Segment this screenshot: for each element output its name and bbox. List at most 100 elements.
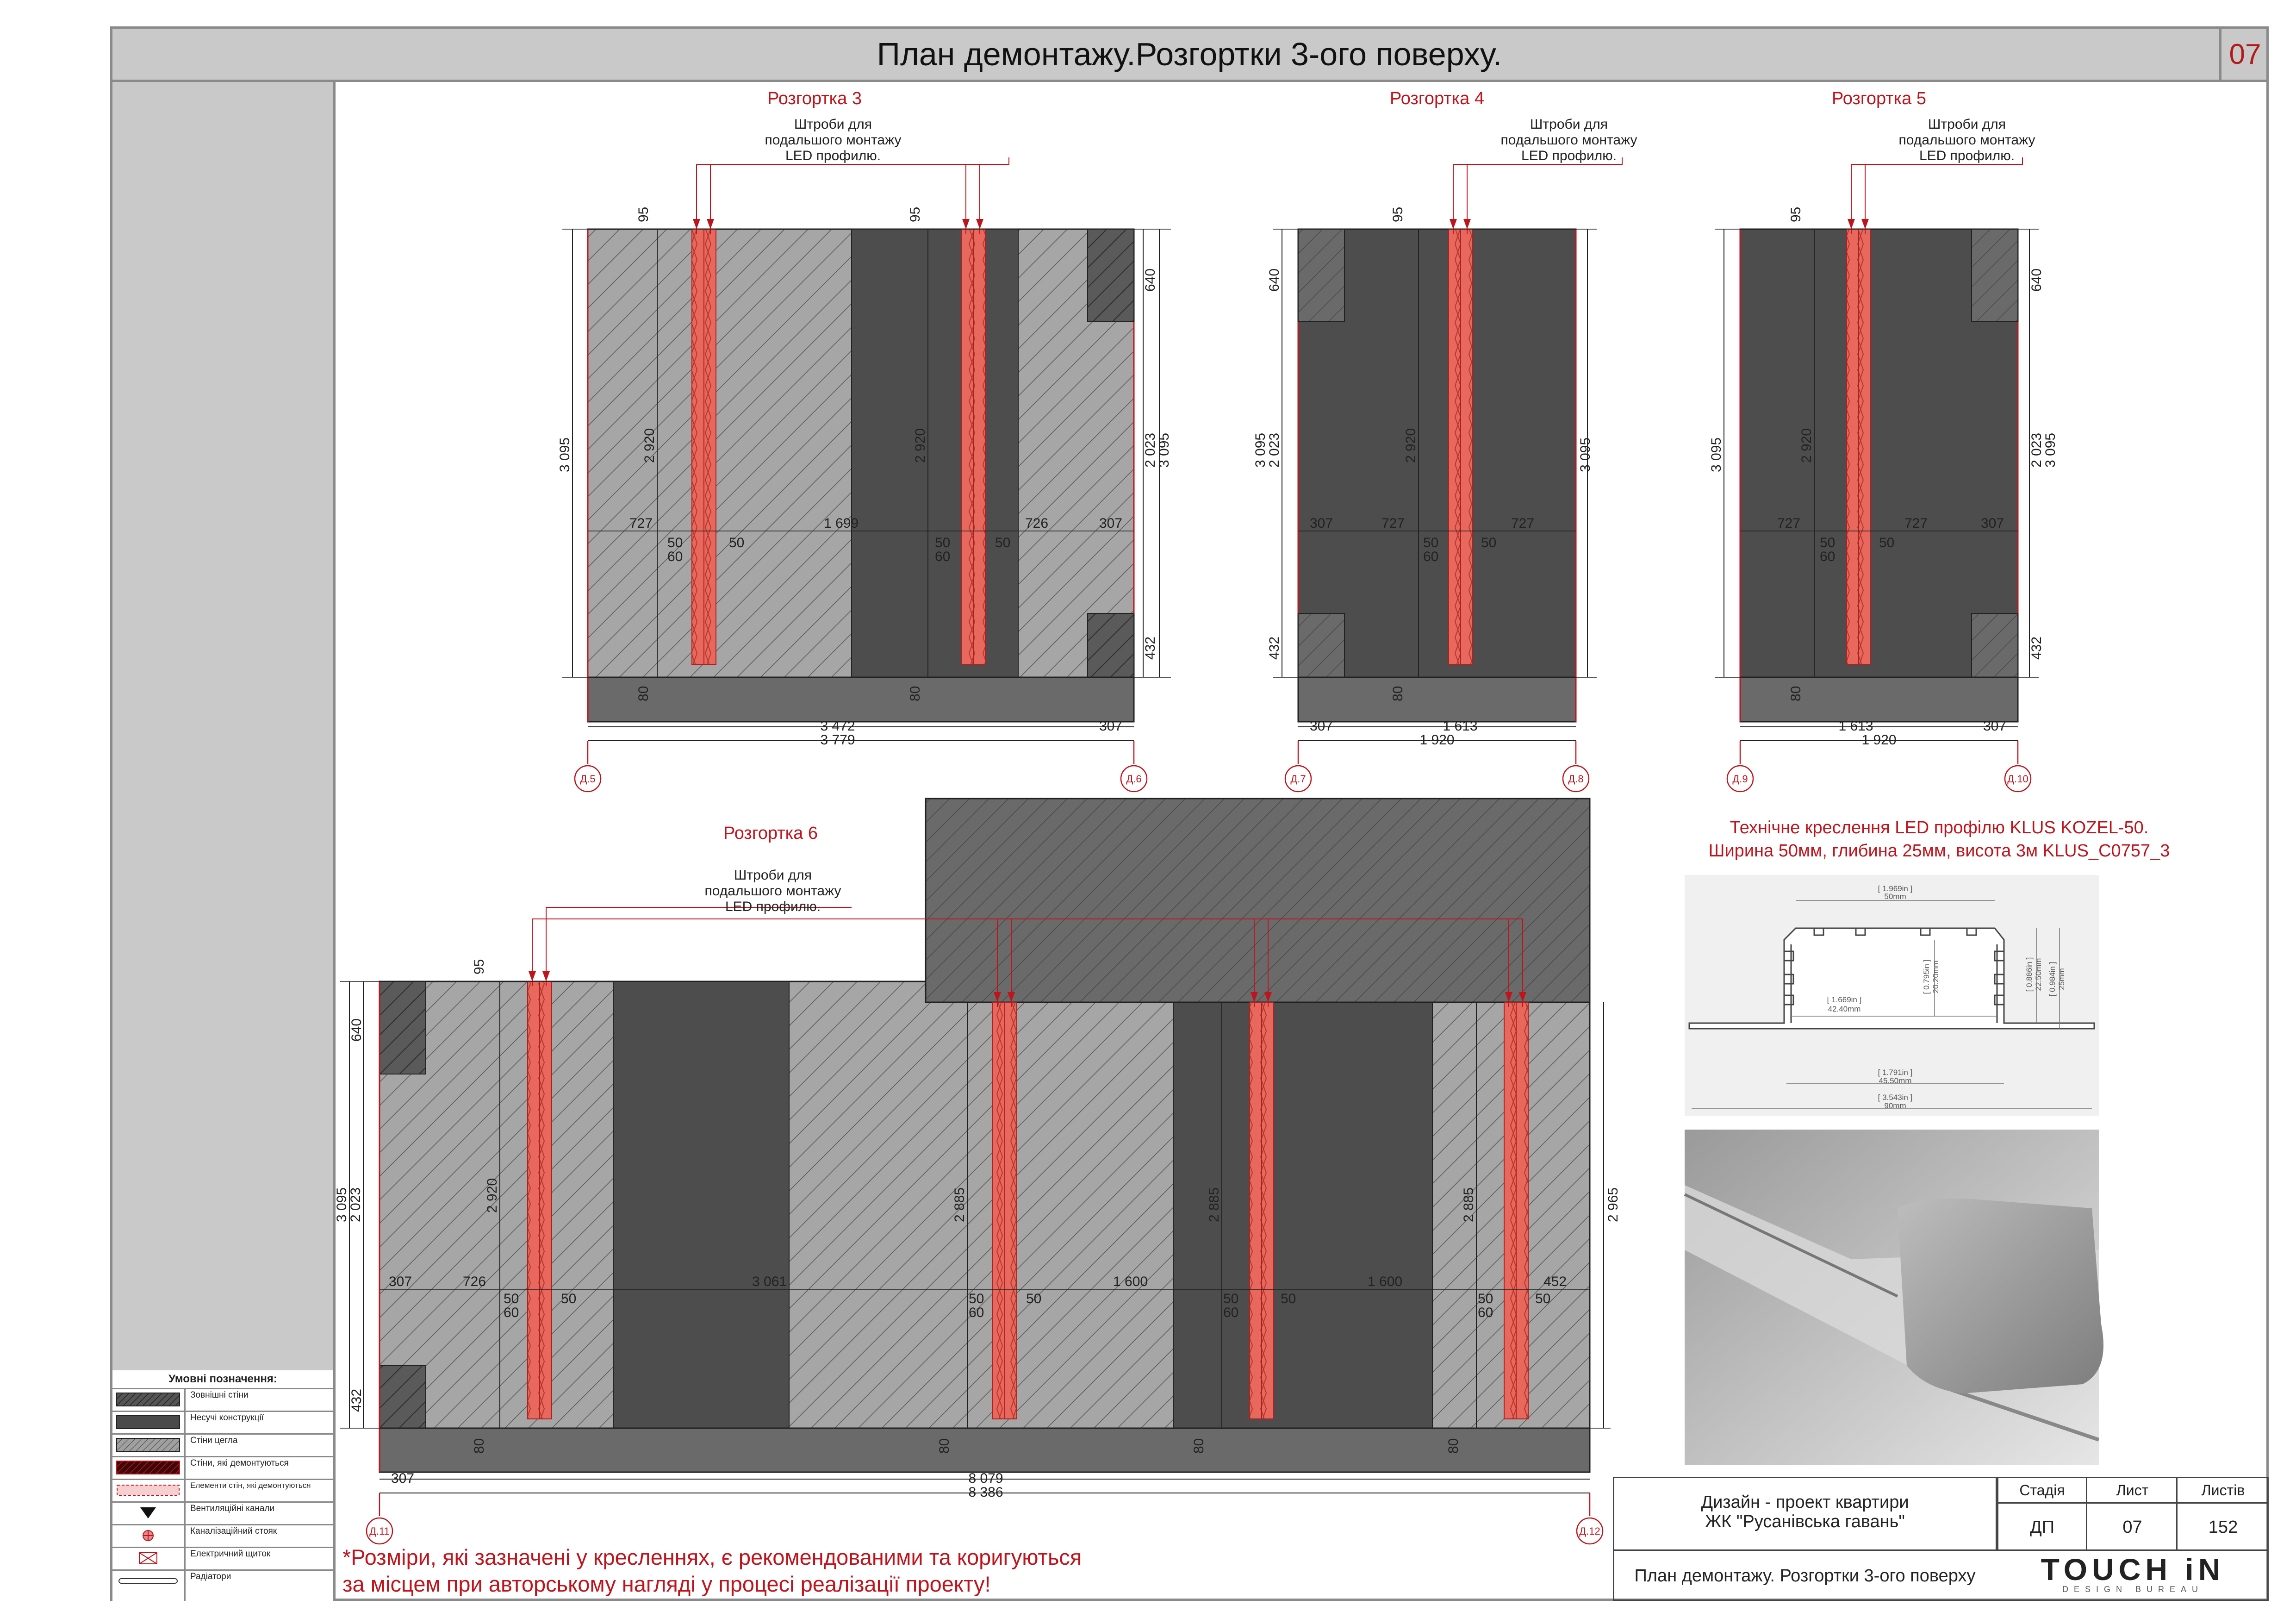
triangle-icon	[140, 1507, 156, 1518]
r4-title: Розгортка 4	[1390, 89, 1484, 108]
r5-title: Розгортка 5	[1832, 89, 1926, 108]
legend-item: Вентиляційні канали	[112, 1501, 333, 1525]
dim-label: 3 472	[820, 718, 855, 734]
r6-floor-slab	[379, 1427, 1591, 1473]
dim-label: 2 023	[1143, 433, 1158, 468]
r5-callout-1: Штроби для	[1928, 117, 2006, 132]
dim-label: 95	[1390, 207, 1406, 222]
dim-label: 90mm	[1884, 1101, 1906, 1110]
dim-label: 50	[1478, 1291, 1493, 1306]
dim-label: 95	[636, 207, 651, 222]
legend-label: Несучі конструкції	[190, 1413, 264, 1423]
r6-window-top	[379, 981, 426, 1074]
dim-label: 8 386	[968, 1485, 1003, 1500]
sheets-value: 152	[2208, 1517, 2238, 1537]
dim-label: 60	[1478, 1305, 1493, 1320]
dim-label: 95	[908, 207, 923, 222]
axis-marker	[1726, 765, 1754, 793]
title-block-meta	[1997, 1477, 2269, 1551]
hatch-dark-swatch	[116, 1393, 180, 1406]
axis-label: Д.11	[369, 1525, 390, 1537]
r3-floor-slab	[587, 676, 1135, 723]
dim-label: 1 699	[824, 516, 859, 531]
dim-label: 50	[729, 535, 744, 550]
dim-label: 640	[2029, 269, 2044, 292]
col-sheets: Листів	[2201, 1481, 2245, 1499]
r5-window-bottom	[1971, 613, 2018, 678]
brand-logo: TOUCH iN	[2041, 1552, 2225, 1587]
stage-value: ДП	[2029, 1517, 2055, 1537]
dim-label: 2 885	[1207, 1187, 1222, 1222]
legend-label: Стіни, які демонтуються	[190, 1458, 289, 1468]
dim-label: 50	[1820, 535, 1835, 550]
led-profile-render	[1684, 1130, 2103, 1465]
dim-label: [ 0.984in ]	[2048, 962, 2057, 997]
dim-label: 60	[1423, 549, 1438, 564]
dim-label: 50	[1223, 1291, 1238, 1306]
sheet-title: План демонтажу. Розгортки 3-ого поверху	[1634, 1566, 1976, 1586]
rounded-bar-icon	[118, 1578, 178, 1584]
dim-label: 640	[1267, 269, 1282, 292]
axis-marker	[1120, 765, 1148, 793]
col-stage: Стадія	[2019, 1481, 2065, 1499]
dim-label: 2 920	[1799, 428, 1814, 463]
r6-title: Розгортка 6	[723, 824, 818, 843]
dim-label: 50mm	[1884, 892, 1906, 901]
legend-item: Каналізаційний стояк	[112, 1524, 333, 1548]
dim-label: 95	[472, 959, 487, 974]
dim-label: 80	[908, 686, 923, 701]
dim-label: 727	[1777, 516, 1800, 531]
dim-label: 2 920	[1403, 428, 1419, 463]
meta-col-2	[2087, 1477, 2178, 1551]
dim-label: 60	[935, 549, 950, 564]
legend-label: Радіатори	[190, 1572, 231, 1581]
dim-label: 80	[1390, 686, 1406, 701]
hatch-light-swatch	[116, 1438, 180, 1452]
dim-label: 22.50mm	[2034, 958, 2043, 991]
dim-label: 1 613	[1443, 718, 1477, 734]
legend-item: Радіатори	[112, 1569, 333, 1592]
dim-label: 726	[1025, 516, 1048, 531]
dim-label: 727	[1511, 516, 1534, 531]
dim-label: 80	[1788, 686, 1804, 701]
hatch-red-swatch	[116, 1461, 180, 1474]
r3-title: Розгортка 3	[767, 89, 862, 108]
legend-item: Зовнішні стіни	[112, 1388, 333, 1412]
dim-label: 60	[1820, 549, 1835, 564]
axis-label: Д.9	[1732, 773, 1748, 785]
dim-label: [ 3.543in ]	[1878, 1093, 1913, 1102]
legend-label: Стіни цегла	[190, 1436, 238, 1445]
r5-callout-3: LED профилю.	[1919, 148, 2015, 163]
dim-label: 2 965	[1605, 1187, 1621, 1222]
dim-label: 2 885	[952, 1187, 967, 1222]
circle-cross-icon	[143, 1530, 154, 1541]
dim-label: [ 0.795in ]	[1922, 960, 1931, 994]
axis-label: Д.7	[1290, 773, 1306, 785]
dim-label: 80	[472, 1438, 487, 1454]
dim-label: 727	[1381, 516, 1405, 531]
col-sheet: Лист	[2116, 1481, 2149, 1499]
dim-label: 452	[1543, 1274, 1567, 1289]
title-block	[1613, 1477, 2269, 1601]
dim-label: 50	[969, 1291, 984, 1306]
axis-label: Д.8	[1568, 773, 1583, 785]
dim-label: 3 779	[820, 732, 855, 748]
axis-marker	[574, 765, 602, 793]
page-title: План демонтажу.Розгортки 3-ого поверху.	[877, 36, 1502, 72]
brand-subtitle: DESIGN BUREAU	[2062, 1584, 2204, 1594]
dim-label: 307	[1981, 516, 2004, 531]
dim-label: 640	[1143, 269, 1158, 292]
meta-header-row	[1997, 1477, 2269, 1504]
legend-label: Каналізаційний стояк	[190, 1526, 277, 1536]
dim-label: 1 920	[1419, 732, 1454, 748]
r6-load-bearing-2	[1173, 1002, 1433, 1429]
dim-label: 50	[995, 535, 1010, 550]
dim-label: 80	[1191, 1438, 1207, 1454]
project-line-2: ЖК "Русанівська гавань"	[1705, 1512, 1905, 1531]
dim-label: 2 023	[1267, 433, 1282, 468]
r3-window-top	[1087, 229, 1134, 322]
note-line-2: за місцем при авторському нагляді у проц…	[342, 1572, 991, 1596]
dim-label: 60	[969, 1305, 984, 1320]
axis-label: Д.12	[1579, 1525, 1600, 1537]
dim-label: 2 885	[1461, 1187, 1476, 1222]
